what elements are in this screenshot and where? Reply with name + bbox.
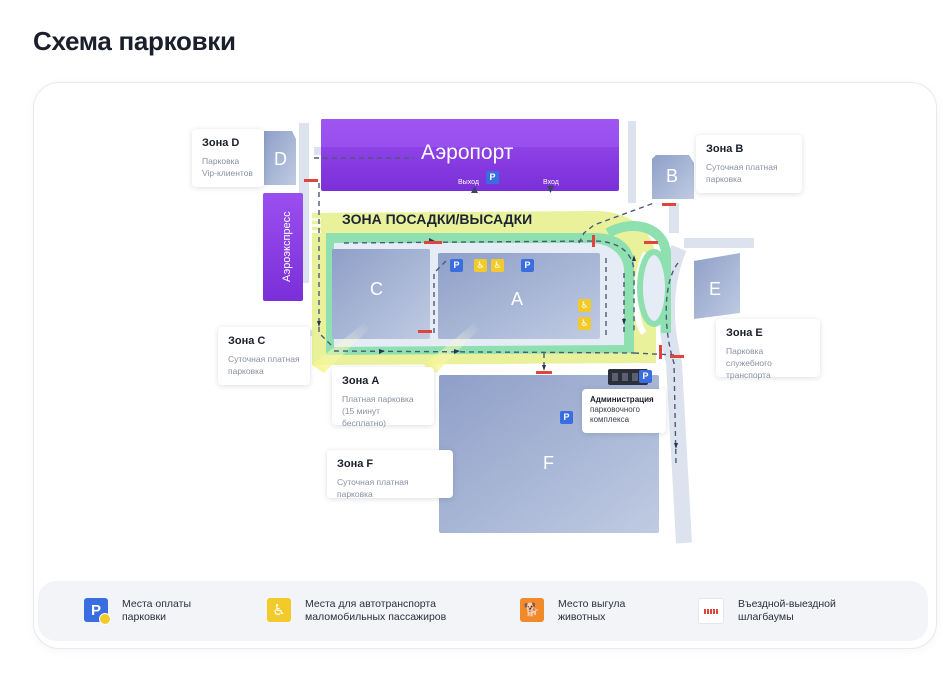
admin-card[interactable]: Администрация парковочного комплекса (582, 389, 666, 433)
zone-e-desc-1: Парковка служебного (726, 346, 772, 368)
legend-barrier-line-2: шлагбаумы (738, 611, 794, 623)
zone-a-title: Зона A (342, 375, 380, 387)
zone-f-card[interactable]: Зона F Суточная платная парковка (327, 450, 453, 499)
map-canvas (263, 119, 754, 544)
parking-payment-icon: P (84, 598, 111, 625)
zone-b-lot (652, 155, 694, 199)
zone-d-desc-2: Vip-клиентов (202, 168, 253, 178)
zone-a-desc-2: (15 минут бесплатно) (342, 406, 386, 428)
zone-d-lot (264, 131, 296, 185)
accessible-parking-icon: ♿ (474, 259, 487, 272)
zone-e-desc-2: транспорта (726, 370, 771, 380)
admin-title-2: парковочного (590, 405, 640, 414)
pet-walking-icon: 🐕 (520, 598, 544, 622)
zone-a-card[interactable]: Зона A Платная парковка (15 минут беспла… (332, 367, 434, 428)
zone-f-title: Зона F (337, 458, 374, 470)
zone-c-card[interactable]: Зона C Суточная платная парковка (218, 327, 310, 385)
zone-f-letter: F (543, 453, 554, 473)
zone-f-desc-1: Суточная платная парковка (337, 477, 409, 499)
zone-c-desc-1: Суточная платная (228, 354, 300, 364)
legend-pet-line-2: животных (558, 611, 606, 623)
zone-a-lot (438, 253, 600, 339)
zone-c-lot (332, 249, 430, 339)
parking-payment-icon: P (486, 171, 499, 184)
zone-e-lot (694, 253, 740, 319)
page-title: Схема парковки (33, 26, 236, 56)
parking-payment-icon: P (450, 259, 463, 272)
beam-c (312, 323, 369, 373)
zone-d-letter: D (274, 149, 287, 169)
legend-parking-line-2: парковки (122, 611, 166, 623)
zone-d-title: Зона D (202, 137, 240, 149)
parking-payment-icon: P (521, 259, 534, 272)
beam-a (424, 323, 479, 373)
zone-c-desc-2: парковка (228, 366, 264, 376)
legend-barrier-line-1: Въездной-выездной (738, 598, 836, 610)
legend-accessible-line-2: маломобильных пассажиров (305, 611, 447, 623)
exit-label: Выход (458, 179, 479, 186)
zone-d-card[interactable]: Зона D Парковка Vip-клиентов (192, 129, 264, 187)
entry-arrow-icon (547, 186, 554, 193)
accessible-parking-icon: ♿ (491, 259, 504, 272)
zone-b-card[interactable]: Зона B Суточная платная парковка (696, 135, 802, 193)
legend-item-pet: 🐕 Место выгула животных (520, 598, 625, 624)
zone-a-desc-1: Платная парковка (342, 394, 414, 404)
crosswalks (309, 218, 321, 233)
parking-payment-icon: P (639, 370, 652, 383)
zone-b-desc-2: парковка (706, 174, 742, 184)
zone-c-title: Зона C (228, 335, 266, 347)
accessible-parking-icon: ♿ (578, 317, 591, 330)
zone-e-letter: E (709, 279, 722, 299)
dropoff-label: ЗОНА ПОСАДКИ/ВЫСАДКИ (342, 211, 533, 227)
aeroexpress-building (263, 193, 303, 301)
legend-item-parking-payment: P Места оплаты парковки (84, 598, 192, 625)
zone-d-desc-1: Парковка (202, 156, 240, 166)
exit-arrow-icon (471, 186, 478, 193)
zone-a-letter: A (511, 289, 524, 309)
zone-b-desc-1: Суточная платная (706, 162, 778, 172)
parking-payment-icon: P (560, 411, 573, 424)
legend-item-barrier: Въездной-выездной шлагбаумы (698, 598, 836, 624)
accessible-parking-icon: ♿ (267, 598, 291, 622)
admin-title-3: комплекса (590, 415, 630, 424)
parking-map: Аэропорт Выход Вход ЗОНА ПОСАДКИ/ВЫСАДКИ… (33, 82, 937, 649)
zone-e-title: Зона E (726, 327, 763, 339)
barriers (304, 179, 684, 374)
zone-e-card[interactable]: Зона E Парковка служебного транспорта (716, 319, 820, 380)
zone-b-title: Зона B (706, 143, 744, 155)
accessible-parking-icon: ♿ (578, 299, 591, 312)
legend-accessible-line-1: Места для автотранспорта (305, 598, 436, 610)
legend-item-accessible: ♿ Места для автотранспорта маломобильных… (267, 598, 446, 624)
barrier-icon (698, 598, 724, 624)
legend-pet-line-1: Место выгула (558, 598, 626, 610)
entry-label: Вход (543, 179, 559, 186)
legend-parking-line-1: Места оплаты (122, 598, 192, 610)
airport-label: Аэропорт (421, 141, 514, 164)
legend: P Места оплаты парковки ♿ Места для авто… (38, 581, 928, 641)
aeroexpress-label: Аэроэкспресс (281, 211, 293, 282)
zone-b-letter: B (666, 166, 679, 186)
admin-title-1: Администрация (590, 395, 654, 404)
zone-c-letter: C (370, 279, 383, 299)
